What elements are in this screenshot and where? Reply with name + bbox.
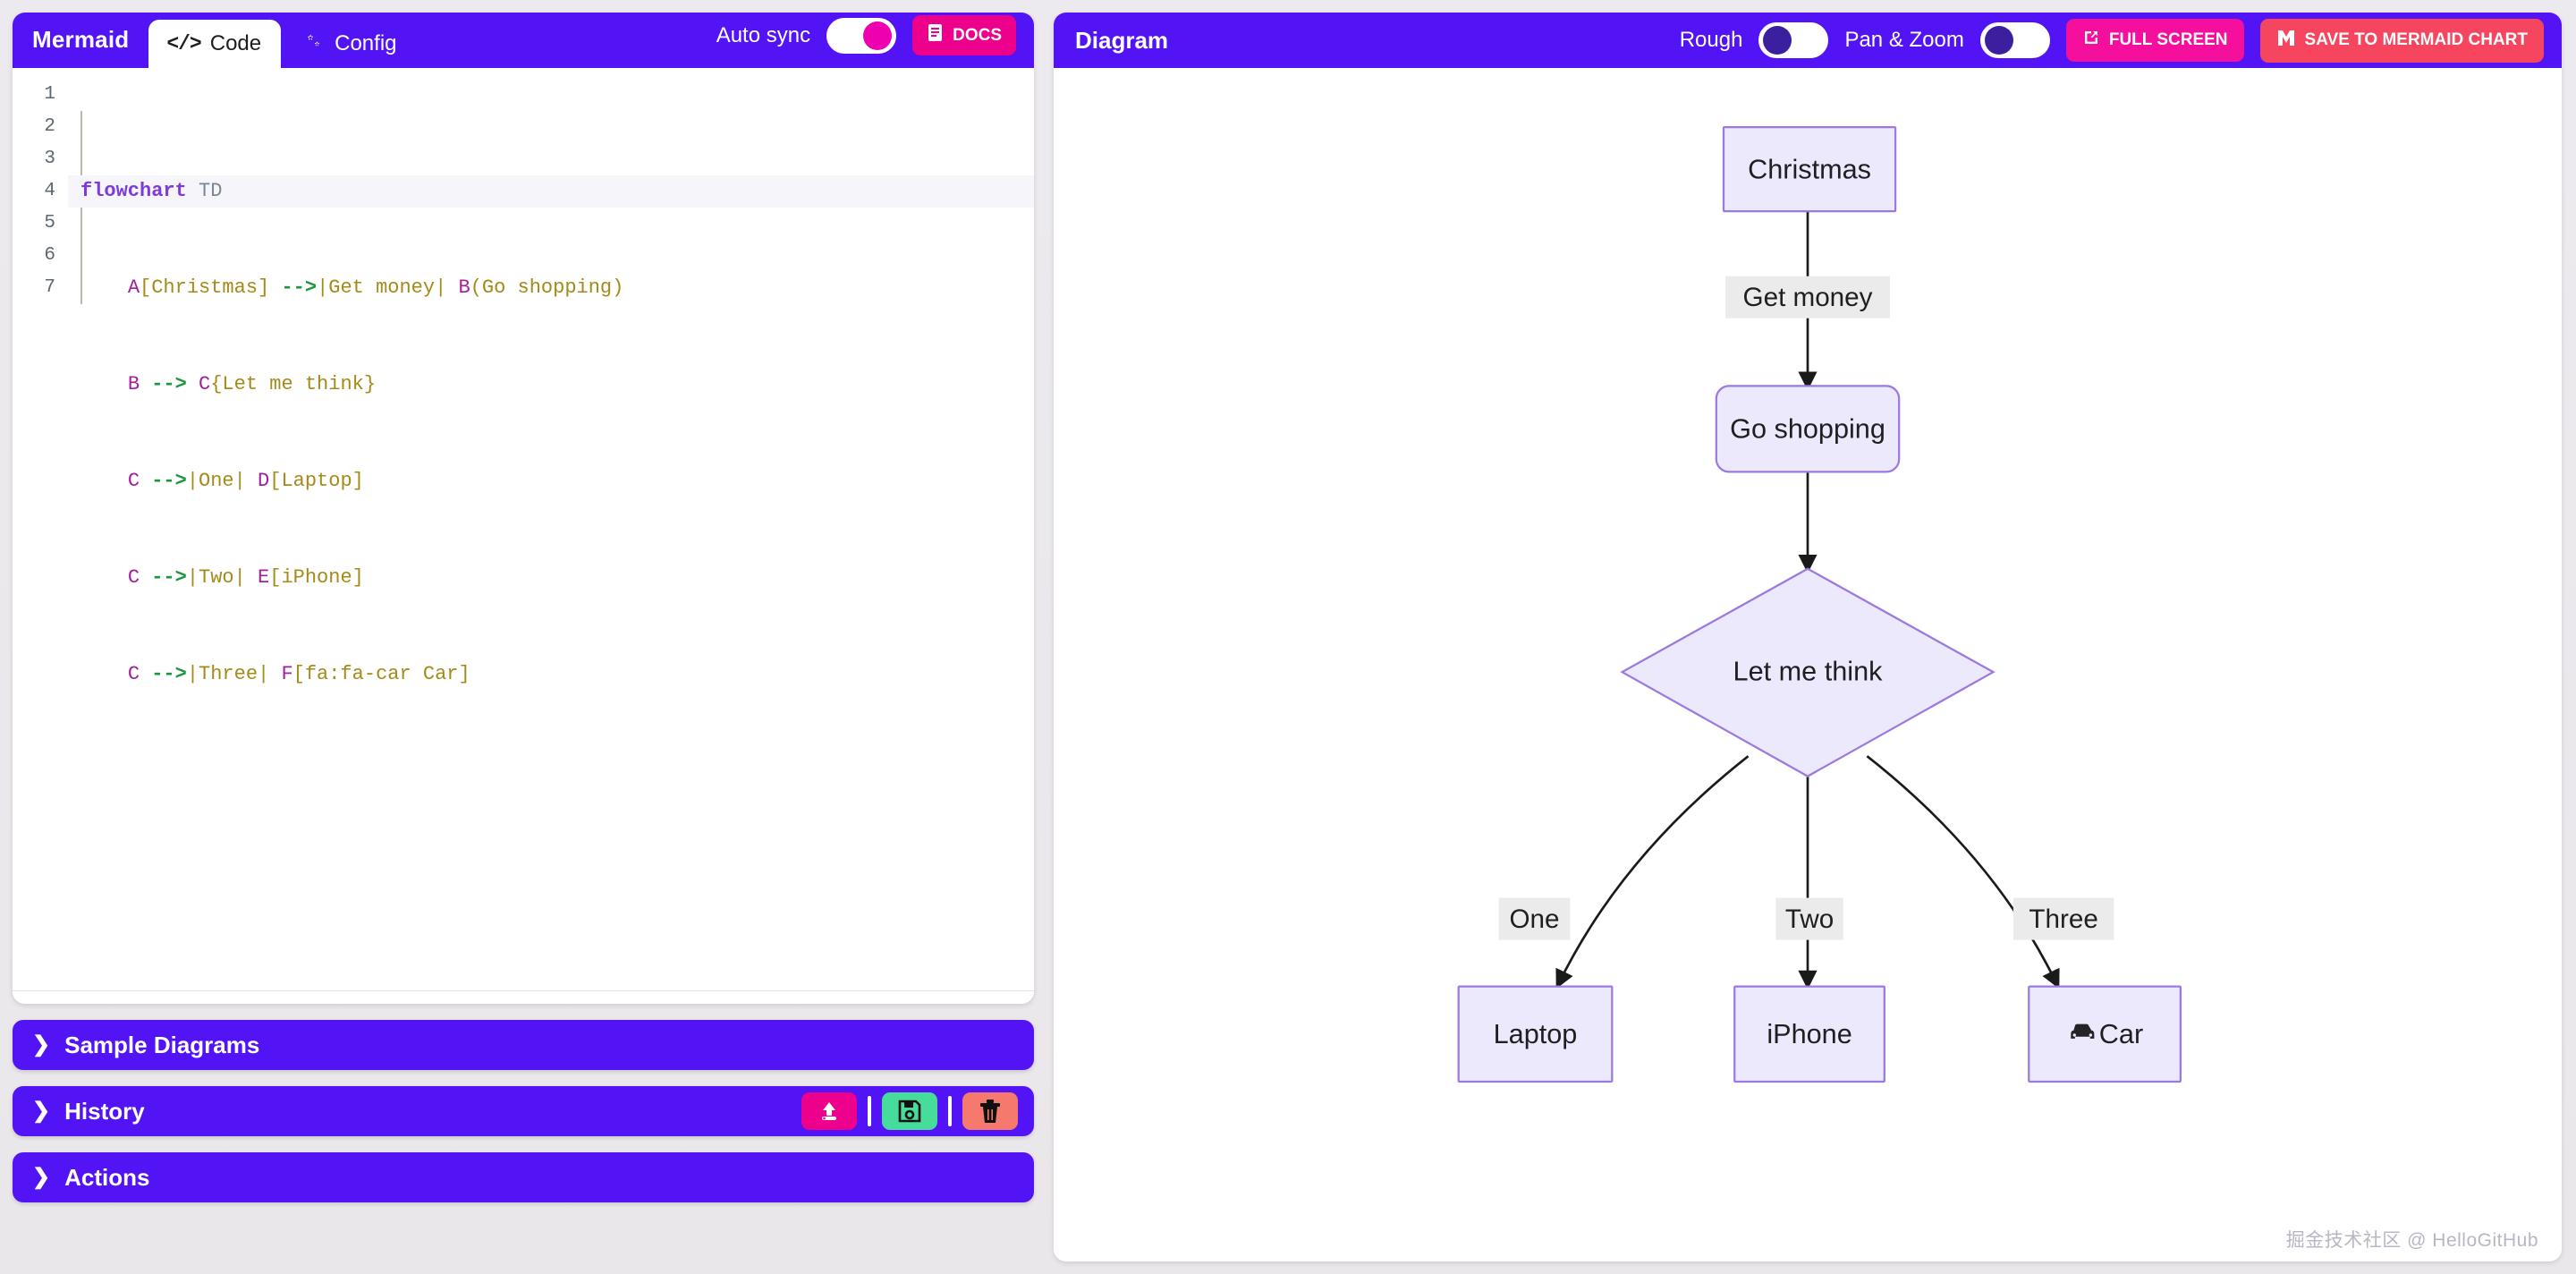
divider bbox=[868, 1096, 871, 1126]
tab-code[interactable]: </> Code bbox=[148, 20, 282, 68]
code-line-5[interactable]: C -->|Two| E[iPhone] bbox=[127, 566, 364, 589]
edge-label-bg bbox=[1725, 276, 1890, 318]
code-line-7[interactable] bbox=[68, 755, 1034, 787]
diagram-panel: Diagram Rough Pan & Zoom FULL SCREEN SAV… bbox=[1054, 13, 2562, 1261]
code-line-4[interactable]: C -->|One| D[Laptop] bbox=[127, 470, 364, 492]
toggle-knob bbox=[863, 21, 893, 50]
code-line-6[interactable]: C -->|Three| F[fa:fa-car Car] bbox=[127, 663, 470, 685]
code-line-1[interactable]: flowchart TD bbox=[68, 175, 1034, 208]
pan-zoom-label: Pan & Zoom bbox=[1844, 28, 1964, 52]
editor-header-actions: Auto sync DOCS bbox=[716, 15, 1034, 68]
fullscreen-button[interactable]: FULL SCREEN bbox=[2065, 19, 2244, 62]
editor-tabs: </> Code bbox=[148, 20, 416, 68]
rough-toggle[interactable] bbox=[1758, 22, 1829, 58]
chevron-right-icon: ❯ bbox=[32, 1165, 51, 1189]
code-line-3[interactable]: B --> C{Let me think} bbox=[127, 373, 377, 395]
line-number: 6 bbox=[44, 245, 55, 266]
edge-C-F bbox=[1866, 755, 2060, 989]
code-line-2[interactable]: A[Christmas] -->|Get money| B(Go shoppin… bbox=[127, 276, 624, 299]
line-number: 2 bbox=[44, 116, 55, 137]
node-label: Christmas bbox=[1748, 154, 1871, 184]
rough-label: Rough bbox=[1679, 28, 1743, 52]
app-brand: Mermaid bbox=[32, 26, 130, 53]
accordion-sample-diagrams[interactable]: ❯ Sample Diagrams bbox=[13, 1020, 1034, 1070]
edge-labels: Get money One Two Three bbox=[1498, 276, 2114, 940]
diagram-header: Diagram Rough Pan & Zoom FULL SCREEN SAV… bbox=[1054, 13, 2562, 68]
node-label: Go shopping bbox=[1730, 414, 1885, 445]
trash-icon bbox=[980, 1100, 1000, 1123]
line-number-gutter: 1 2 3 4 5 6 7 bbox=[13, 68, 68, 990]
history-action-buttons bbox=[801, 1092, 1018, 1130]
node-label: Laptop bbox=[1494, 1019, 1578, 1049]
delete-history-button[interactable] bbox=[962, 1092, 1018, 1130]
edge-label-two: Two bbox=[1785, 905, 1834, 934]
toggle-knob bbox=[1984, 26, 2013, 55]
docs-button[interactable]: DOCS bbox=[912, 15, 1016, 55]
save-history-button[interactable] bbox=[882, 1092, 937, 1130]
chevron-right-icon: ❯ bbox=[32, 1099, 51, 1123]
diagram-header-actions: Rough Pan & Zoom FULL SCREEN SAVE TO MER… bbox=[1679, 18, 2544, 63]
chevron-right-icon: ❯ bbox=[32, 1032, 51, 1057]
tab-code-label: Code bbox=[209, 31, 262, 55]
left-panel: Mermaid </> Code bbox=[13, 13, 1034, 1261]
tab-config-label: Config bbox=[335, 31, 397, 55]
accordion-history[interactable]: ❯ History bbox=[13, 1086, 1034, 1136]
node-car[interactable]: Car bbox=[2028, 985, 2182, 1083]
toggle-knob bbox=[1763, 26, 1792, 55]
editor-card: Mermaid </> Code bbox=[13, 13, 1034, 1004]
edge-label-get-money: Get money bbox=[1743, 283, 1873, 312]
edge-label-one: One bbox=[1509, 905, 1559, 934]
accordion-label: History bbox=[64, 1097, 145, 1125]
edge-label-bg bbox=[1775, 897, 1843, 940]
edge-label-bg bbox=[2012, 897, 2114, 940]
floppy-disk-icon bbox=[898, 1100, 921, 1123]
line-number: 4 bbox=[44, 181, 55, 201]
code-icon: </> bbox=[166, 32, 201, 55]
diagram-canvas[interactable]: Get money One Two Three Christmas Go sho… bbox=[1054, 68, 2562, 1261]
car-icon bbox=[2071, 1023, 2095, 1039]
auto-sync-label: Auto sync bbox=[716, 22, 811, 47]
indent-guide bbox=[80, 111, 82, 304]
save-chart-label: SAVE TO MERMAID CHART bbox=[2304, 30, 2528, 49]
line-number: 5 bbox=[44, 213, 55, 234]
auto-sync-toggle[interactable] bbox=[826, 17, 897, 54]
node-laptop[interactable]: Laptop bbox=[1457, 985, 1614, 1083]
line-number: 7 bbox=[44, 277, 55, 298]
flowchart-svg: Get money One Two Three Christmas Go sho… bbox=[1457, 126, 2182, 1083]
divider bbox=[948, 1096, 952, 1126]
diagram-title: Diagram bbox=[1075, 26, 1169, 54]
node-label: Car bbox=[2099, 1019, 2143, 1049]
node-label: Let me think bbox=[1733, 656, 1884, 686]
node-christmas[interactable]: Christmas bbox=[1722, 126, 1897, 213]
edge-label-three: Three bbox=[2029, 905, 2097, 934]
tab-config[interactable]: Config bbox=[284, 20, 416, 68]
line-number: 3 bbox=[44, 149, 55, 169]
node-label: iPhone bbox=[1767, 1019, 1852, 1049]
save-to-mermaid-chart-button[interactable]: SAVE TO MERMAID CHART bbox=[2259, 18, 2544, 63]
external-link-icon bbox=[2082, 29, 2100, 52]
accordion-label: Actions bbox=[64, 1163, 150, 1191]
accordion-actions[interactable]: ❯ Actions bbox=[13, 1152, 1034, 1202]
gear-icon bbox=[302, 33, 326, 55]
node-let-me-think[interactable]: Let me think bbox=[1620, 567, 1996, 777]
accordion-label: Sample Diagrams bbox=[64, 1031, 260, 1058]
node-go-shopping[interactable]: Go shopping bbox=[1715, 385, 1901, 473]
pan-zoom-toggle[interactable] bbox=[1979, 22, 2050, 58]
line-number: 1 bbox=[44, 84, 55, 105]
docs-label: DOCS bbox=[953, 25, 1002, 45]
fullscreen-label: FULL SCREEN bbox=[2108, 30, 2228, 49]
code-editor[interactable]: 1 2 3 4 5 6 7 flowchart TD A[Christmas] … bbox=[13, 68, 1034, 991]
node-iphone[interactable]: iPhone bbox=[1733, 985, 1885, 1083]
mermaid-chart-icon bbox=[2276, 29, 2296, 53]
editor-bottom-pad bbox=[13, 991, 1034, 1004]
code-text-area[interactable]: flowchart TD A[Christmas] -->|Get money|… bbox=[68, 68, 1034, 990]
editor-header: Mermaid </> Code bbox=[13, 13, 1034, 68]
watermark: 掘金技术社区 @ HelloGitHub bbox=[2285, 1230, 2538, 1251]
edge-label-bg bbox=[1498, 897, 1571, 940]
edge-C-D bbox=[1555, 755, 1750, 989]
upload-history-button[interactable] bbox=[801, 1092, 857, 1130]
upload-icon bbox=[822, 1102, 836, 1120]
book-icon bbox=[927, 23, 944, 47]
